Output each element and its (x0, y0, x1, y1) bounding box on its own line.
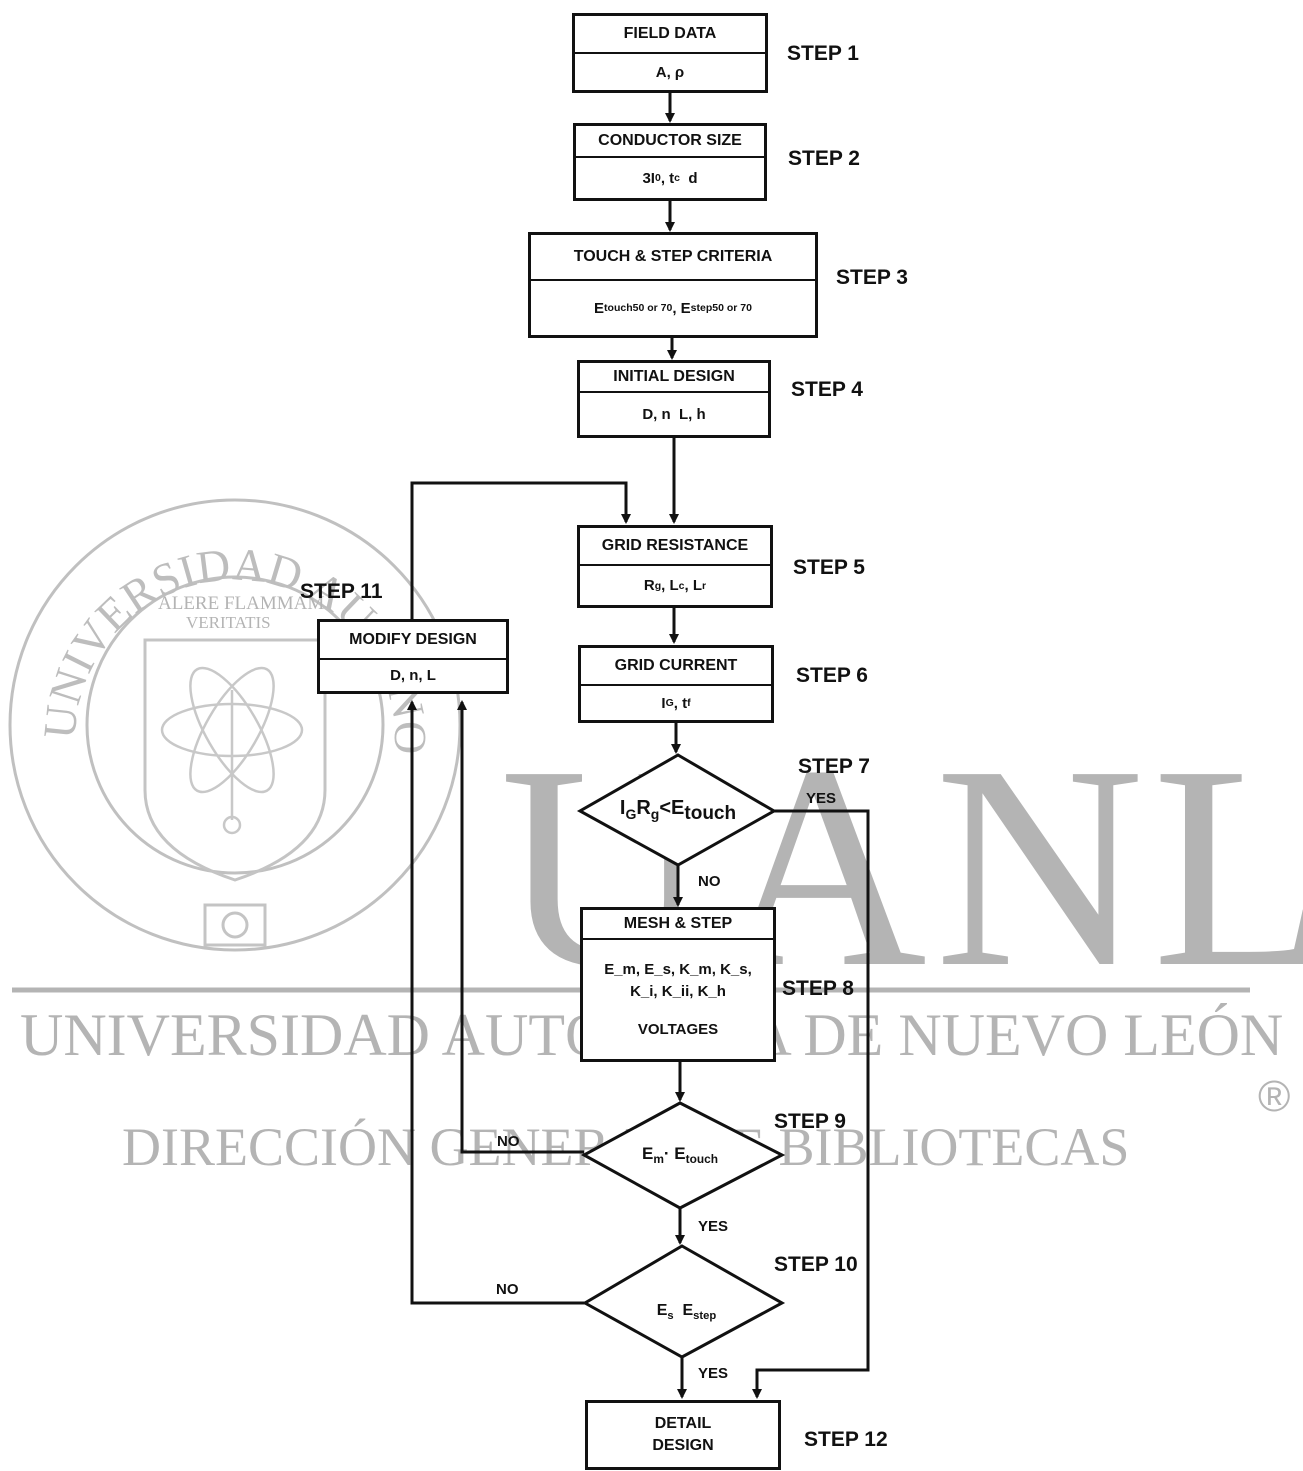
param-text: , L (661, 577, 679, 594)
connector-7-yes-12 (752, 809, 870, 1399)
box-mesh-step: MESH & STEP E_m, E_s, K_m, K_s, K_i, K_i… (580, 907, 776, 1062)
step-label-8: STEP 8 (782, 977, 854, 1000)
box-field-data: FIELD DATA A, ρ (572, 13, 768, 93)
cond-sub: m (653, 1152, 664, 1167)
cond-sub: s (667, 1310, 674, 1323)
box-title: FIELD DATA (575, 16, 765, 54)
title-line-1: DETAIL (654, 1415, 712, 1432)
param-text: , t (673, 694, 688, 712)
box-params: D, n, L (390, 667, 436, 684)
cond-text: E (641, 1143, 654, 1163)
param-text: , E (672, 299, 691, 317)
param-text: I (661, 694, 666, 712)
param-text: E (594, 299, 605, 317)
step-label-9: STEP 9 (774, 1110, 846, 1133)
branch-yes-step-7: YES (806, 790, 837, 807)
condition-step-10: Es Estep (648, 1284, 716, 1322)
step-label-11: STEP 11 (300, 580, 383, 603)
param-line-1: E_m, E_s, K_m, K_s, (604, 960, 752, 978)
branch-yes-step-9: YES (698, 1218, 729, 1235)
title-line-2: DESIGN (652, 1437, 714, 1454)
box-title: GRID RESISTANCE (580, 528, 770, 566)
step-label-1: STEP 1 (787, 42, 859, 65)
param-text: , t (660, 169, 675, 187)
step-label-2: STEP 2 (788, 147, 860, 170)
diamond-step-9 (580, 1101, 786, 1210)
cond-sub: g (650, 806, 660, 822)
param-line-2: K_i, K_ii, K_h (630, 982, 726, 1000)
cond-text: E (673, 1301, 694, 1319)
param-sub: 0 (654, 172, 661, 184)
param-text: , L (684, 577, 703, 594)
step-label-12: STEP 12 (804, 1428, 888, 1451)
watermark-registered-mark: ® (1258, 1072, 1291, 1121)
param-sub: step50 or 70 (690, 302, 752, 314)
param-sub: c (674, 172, 681, 184)
watermark-motto-2: VERITATIS (186, 613, 271, 632)
connector-11-5 (410, 481, 631, 620)
box-title: CONDUCTOR SIZE (576, 126, 764, 158)
step-label-5: STEP 5 (793, 556, 865, 579)
param-sub: c (678, 579, 685, 592)
cond-text: <E (659, 797, 685, 819)
condition-step-7: IGRg<Etouch (620, 797, 736, 825)
diamond-step-10 (581, 1244, 786, 1359)
box-params: E_m, E_s, K_m, K_s, K_i, K_ii, K_h VOLTA… (583, 940, 773, 1059)
param-sub: touch50 or 70 (604, 302, 673, 314)
step-label-3: STEP 3 (836, 266, 908, 289)
param-sub: r (702, 579, 707, 592)
connector-9-no-11 (457, 700, 584, 1154)
cond-sub: G (625, 806, 637, 822)
cond-sub: touch (684, 803, 737, 824)
box-title: DETAIL DESIGN (588, 1403, 778, 1467)
watermark-motto-1: ALERE FLAMMAM (158, 593, 325, 614)
param-sub: G (665, 697, 674, 709)
param-text: R (643, 577, 655, 594)
box-title: MODIFY DESIGN (320, 622, 506, 660)
condition-step-9: Em· Etouch (642, 1144, 718, 1166)
branch-yes-step-10: YES (698, 1365, 729, 1382)
cond-text: I (619, 797, 626, 819)
step-label-10: STEP 10 (774, 1253, 858, 1276)
box-detail-design: DETAIL DESIGN (585, 1400, 781, 1470)
param-text: d (680, 169, 698, 187)
cond-text: · E (663, 1143, 686, 1163)
box-modify-design: MODIFY DESIGN D, n, L (317, 619, 509, 694)
box-initial-design: INITIAL DESIGN D, n L, h (577, 360, 771, 438)
param-sub: f (687, 697, 691, 709)
param-text: 3I (642, 169, 655, 187)
step-label-7: STEP 7 (798, 755, 870, 778)
cond-sub: step (693, 1310, 717, 1323)
param-line-3: VOLTAGES (637, 1020, 719, 1038)
branch-no-step-10: NO (496, 1281, 519, 1298)
cond-text: E (656, 1301, 668, 1319)
box-params: A, ρ (655, 63, 685, 81)
box-title: GRID CURRENT (581, 648, 771, 686)
cond-sub: touch (685, 1152, 719, 1167)
branch-no-step-7: NO (698, 873, 721, 890)
box-title: MESH & STEP (583, 910, 773, 940)
cond-text: R (636, 797, 651, 819)
box-title: INITIAL DESIGN (580, 363, 768, 393)
diamond-step-7 (576, 753, 778, 867)
step-label-4: STEP 4 (791, 378, 863, 401)
connector-10-no-11 (407, 700, 585, 1305)
box-title: TOUCH & STEP CRITERIA (531, 235, 815, 281)
param-sub: g (654, 579, 662, 592)
box-params: D, n L, h (642, 405, 706, 423)
branch-no-step-9: NO (497, 1133, 520, 1150)
step-label-6: STEP 6 (796, 664, 868, 687)
